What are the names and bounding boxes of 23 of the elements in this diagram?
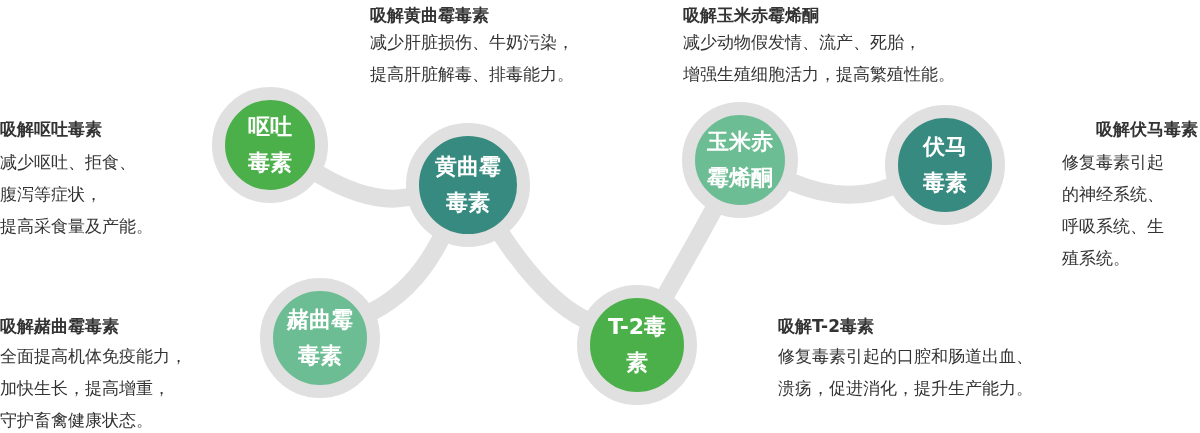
caption-heading: 吸解黄曲霉毒素 [370,4,489,26]
connector-band [788,173,895,204]
connector-band [658,205,722,300]
node-label: 伏马毒素 [921,133,968,197]
caption-text: 减少肝脏损伤、牛奶污染，提高肝脏解毒、排毒能力。 [370,31,575,86]
caption-text: 全面提高机体免疫能力，加快生长，提高增重，守护畜禽健康状态。 [0,345,188,432]
connector-band [313,166,411,208]
node-label: 玉米赤霉烯酮 [706,128,774,192]
connector-band [367,234,449,320]
caption-heading: 吸解T-2毒素 [778,315,874,337]
connector-band [493,229,590,328]
caption-heading: 吸解伏马毒素 [1096,118,1198,140]
node-label: 黄曲霉毒素 [434,153,502,217]
caption-heading: 吸解呕吐毒素 [0,118,102,140]
node-label: T-2毒素 [606,313,668,377]
caption-heading: 吸解赭曲霉毒素 [0,315,119,337]
caption-heading: 吸解玉米赤霉烯酮 [683,4,819,26]
caption-text: 减少动物假发情、流产、死胎，增强生殖细胞活力，提高繁殖性能。 [683,31,956,86]
caption-text: 修复毒素引起的神经系统、呼吸系统、生殖系统。 [1062,151,1165,270]
caption-text: 减少呕吐、拒食、腹泻等症状，提高采食量及产能。 [0,151,154,238]
node-label: 呕吐毒素 [247,113,293,177]
node-label: 赭曲霉毒素 [286,306,354,370]
caption-text: 修复毒素引起的口腔和肠道出血、溃疡，促进消化，提升生产能力。 [778,345,1034,400]
